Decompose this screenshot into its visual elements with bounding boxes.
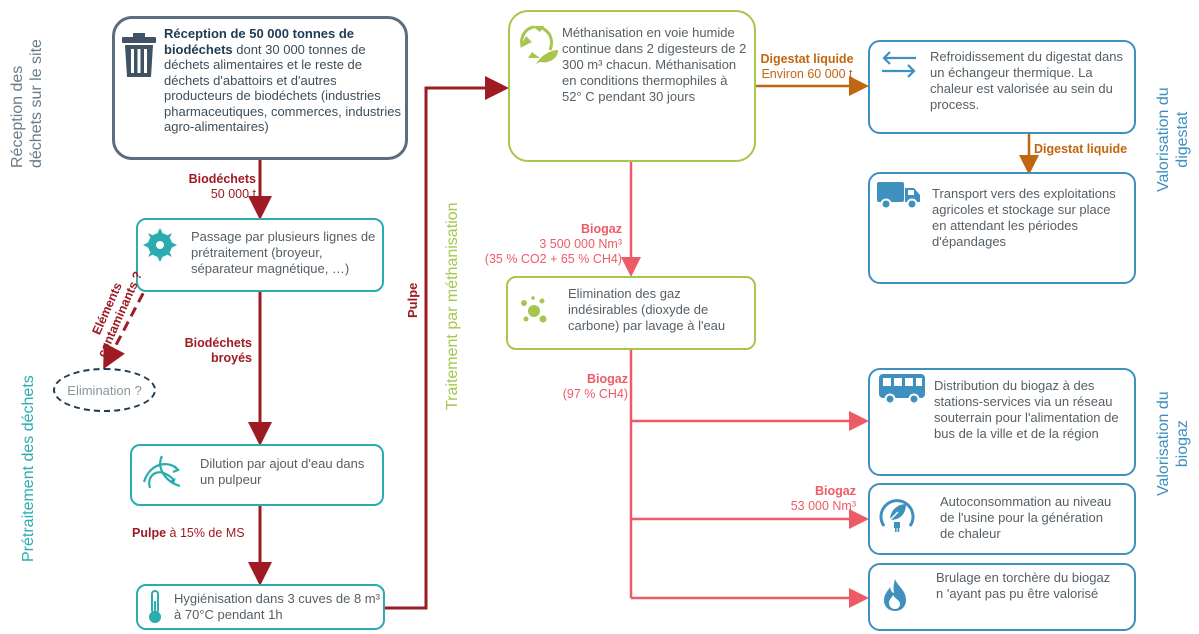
node-reception: [112, 16, 408, 160]
thermometer-icon: [149, 590, 161, 623]
edge-label-broyes: Biodéchets broyés: [184, 336, 252, 365]
edge-label-biodechets: Biodéchets 50 000 t: [188, 172, 256, 201]
node-dilution-text: Dilution par ajout d'eau dans un pulpeur: [200, 456, 365, 487]
edge-label-biogaz1: Biogaz 3 500 000 Nm³ (35 % CO2 + 65 % CH…: [484, 222, 622, 266]
node-methanisation-text: Méthanisation en voie humide continue da…: [562, 25, 747, 104]
node-refroidissement-text: Refroidissement du digestat dans un écha…: [930, 49, 1123, 112]
edge-label-biogaz2: Biogaz (97 % CH4): [562, 372, 628, 401]
arrow-pulpe-to-methanisation: [385, 76, 509, 610]
node-hygienisation: [136, 584, 385, 630]
bubbles-icon: [521, 296, 547, 323]
node-elimination-text: Elimination ?: [67, 383, 142, 398]
edge-label-digestat1: Digestat liquide Environ 60 000 t: [760, 52, 854, 81]
node-autoconsommation-text: Autoconsommation au niveau de l'usine po…: [940, 494, 1112, 541]
node-transport-text: Transport vers des exploitations agricol…: [932, 186, 1116, 249]
node-reception-text: Réception de 50 000 tonnes de biodéchets…: [164, 26, 401, 134]
saw-blade-icon: [143, 228, 177, 262]
node-pretraitement-text: Passage par plusieurs lignes de prétrait…: [191, 229, 376, 276]
node-distribution-text: Distribution du biogaz à des stations-se…: [934, 378, 1119, 441]
edge-label-pulpe: Pulpe: [405, 282, 420, 318]
edge-label-digestat2: Digestat liquide: [1034, 142, 1128, 156]
flame-icon: [884, 579, 906, 611]
water-swirl-icon: [142, 455, 181, 489]
side-label-pretraitement: Prétraitement des déchets: [20, 375, 37, 562]
exchange-arrows-icon: [882, 51, 916, 78]
side-label-reception: Réception des déchets sur le site: [9, 39, 45, 168]
node-refroidissement: [868, 40, 1136, 134]
node-torchere-text: Brulage en torchère du biogaz n 'ayant p…: [936, 570, 1111, 601]
truck-icon: [877, 182, 920, 210]
node-epuration-text: Elimination des gaz indésirables (dioxyd…: [568, 286, 726, 333]
node-pretraitement: [136, 218, 384, 292]
side-label-valorisation-digestat: Valorisation du digestat: [1155, 87, 1191, 192]
node-hygienisation-text: Hygiénisation dans 3 cuves de 8 m³ à 70°…: [174, 591, 380, 622]
side-label-valorisation-biogaz: Valorisation du biogaz: [1155, 391, 1191, 496]
node-torchere: [868, 563, 1136, 631]
node-epuration: [506, 276, 756, 350]
edge-label-pulpe15: Pulpe à 15% de MS: [132, 526, 245, 540]
recycle-leaf-icon: [520, 25, 558, 64]
plug-leaf-icon: [879, 499, 915, 532]
bus-icon: [879, 374, 925, 405]
edge-label-biogaz3: Biogaz 53 000 Nm³: [790, 484, 856, 513]
node-dilution: [130, 444, 384, 506]
node-elimination: [53, 368, 156, 412]
trash-bin-icon: [122, 33, 156, 77]
side-label-traitement: Traitement par méthanisation: [444, 202, 461, 410]
